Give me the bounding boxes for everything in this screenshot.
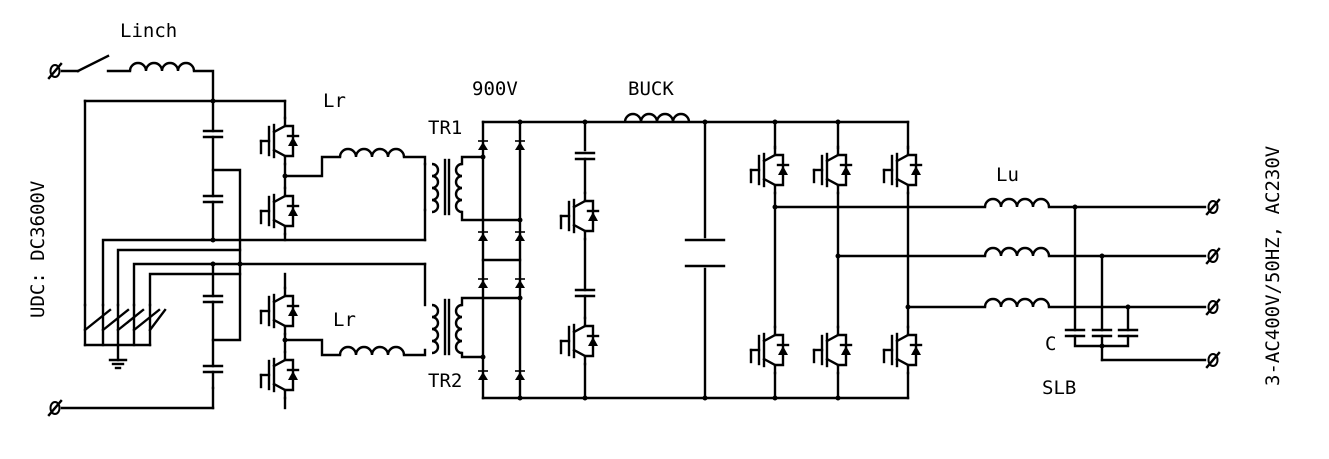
lr-bottom-label: Lr <box>333 309 356 331</box>
cap-label: C <box>1045 333 1056 355</box>
output-voltage-label: 3-AC400V/50HZ, AC230V <box>1262 146 1284 386</box>
tr2-secondary <box>454 303 463 355</box>
linch-label: Linch <box>120 20 177 42</box>
inv-igbt-u-bottom <box>749 325 790 375</box>
buck-stage <box>559 112 726 401</box>
igbt-top-2 <box>259 186 300 236</box>
lr-bottom-inductor <box>338 345 406 357</box>
inv-igbt-u-top <box>749 145 790 195</box>
inverter-stage <box>703 119 923 401</box>
tr1-primary <box>430 162 440 214</box>
tr1-secondary <box>454 162 463 214</box>
inv-igbt-v-top <box>812 145 853 195</box>
output-filter <box>773 197 1221 369</box>
tr2-primary <box>430 303 440 355</box>
input-section <box>47 54 427 417</box>
igbt-bottom-2 <box>259 350 300 400</box>
dc-link-label: 900V <box>472 78 518 100</box>
input-switch <box>76 54 110 73</box>
resonant-stage <box>202 99 427 410</box>
inv-igbt-w-bottom <box>882 325 923 375</box>
rectifier-stage <box>477 119 707 401</box>
buck-igbt-2 <box>559 316 600 366</box>
lr-top-inductor <box>338 147 406 159</box>
tr2-label: TR2 <box>428 370 462 392</box>
transformers <box>423 155 522 359</box>
slb-label: SLB <box>1042 377 1076 399</box>
linch-inductor <box>128 61 196 73</box>
lr-top-label: Lr <box>323 90 346 112</box>
lu-label: Lu <box>996 164 1019 186</box>
lu-inductor-2 <box>983 246 1051 258</box>
tr1-label: TR1 <box>428 117 462 139</box>
buck-label: BUCK <box>628 78 674 100</box>
lu-inductor-3 <box>983 297 1051 309</box>
inv-igbt-w-top <box>882 145 923 195</box>
buck-igbt-1 <box>559 191 600 241</box>
lu-inductor-1 <box>983 197 1051 209</box>
igbt-bottom-1 <box>259 286 300 336</box>
igbt-top-1 <box>259 116 300 166</box>
earthing-switch <box>83 303 167 370</box>
input-voltage-label: UDC: DC3600V <box>27 181 49 318</box>
inv-igbt-v-bottom <box>812 325 853 375</box>
